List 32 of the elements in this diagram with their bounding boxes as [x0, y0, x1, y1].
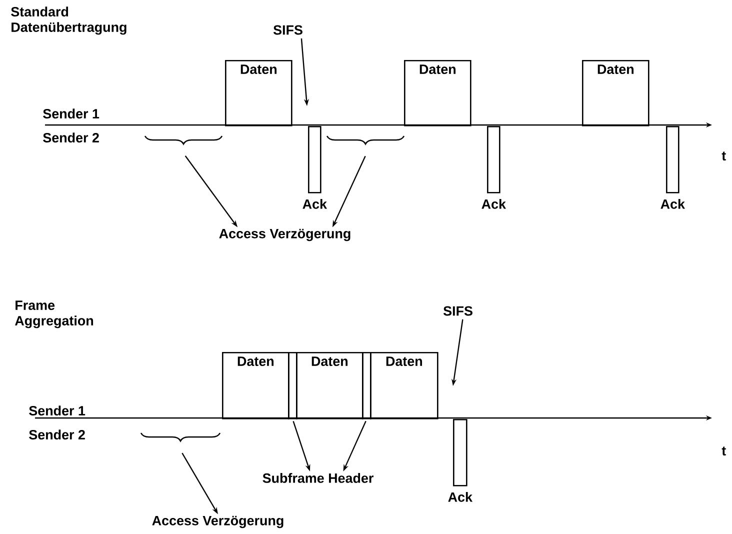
data-box: Daten: [404, 60, 472, 126]
node-label: Ack: [302, 198, 328, 209]
sender-label: Sender 1: [43, 108, 100, 119]
data-box: Daten: [296, 352, 364, 420]
header-bar: [288, 352, 298, 420]
data-box: Daten: [222, 352, 290, 420]
data-box: Daten: [582, 60, 650, 126]
ack-bar: Ack: [448, 419, 472, 502]
section-title: Standard Datenübertragung: [11, 6, 126, 35]
axis-label: t: [722, 152, 726, 161]
data-box: Daten: [225, 60, 292, 126]
section-title: Frame Aggregation: [14, 300, 94, 328]
header-bar: [362, 352, 372, 420]
ack-bar: Ack: [660, 126, 685, 209]
curly-brace: [144, 136, 223, 145]
sender-label: Sender 1: [29, 406, 86, 416]
node-label: Ack: [448, 492, 473, 502]
curly-brace: [140, 432, 221, 442]
curly-brace: [326, 136, 405, 145]
data-box: Daten: [370, 352, 438, 420]
node-label: Ack: [482, 198, 506, 209]
annotation-text: Subframe Header: [262, 473, 374, 483]
annotation-text: Access Verzögerung: [152, 516, 284, 528]
annotation-text: SIFS: [273, 25, 302, 35]
annotation-text: Access Verzögerung: [219, 228, 350, 242]
annotation-text: SIFS: [443, 306, 472, 316]
axis-label: t: [722, 446, 726, 456]
sender-label: Sender 2: [43, 132, 99, 143]
ack-bar: Ack: [302, 126, 327, 209]
sender-label: Sender 2: [29, 430, 85, 440]
node-label: Ack: [660, 198, 686, 209]
ack-bar: Ack: [482, 126, 506, 209]
